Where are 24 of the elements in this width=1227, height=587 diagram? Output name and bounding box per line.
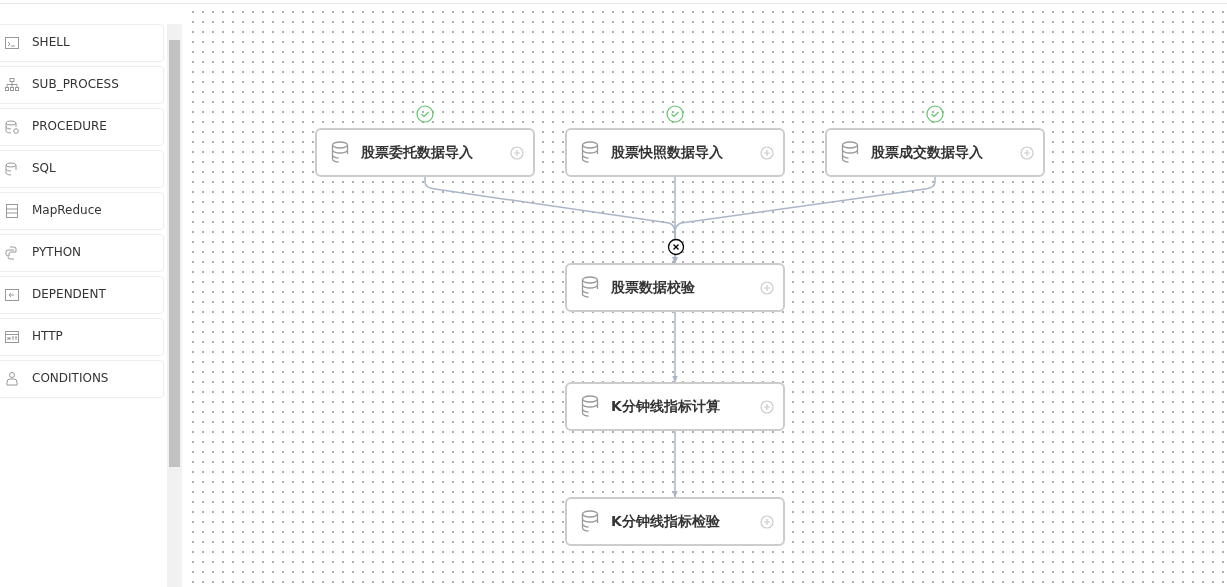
- task-type-label: SUB_PROCESS: [32, 77, 119, 91]
- task-name: 股票委托数据导入: [361, 144, 473, 162]
- task-type-label: PYTHON: [32, 245, 82, 259]
- task-node: [565, 497, 785, 546]
- task-node: [565, 128, 785, 177]
- arrow: [672, 311, 678, 383]
- task-type-label: CONDITIONS: [32, 371, 109, 385]
- arrow: [672, 176, 936, 264]
- arrow: [672, 430, 678, 498]
- task-type-label: MapReduce: [32, 203, 102, 217]
- task-node: [565, 382, 785, 431]
- task-node: [825, 128, 1045, 177]
- task-type-label: SQL: [32, 161, 56, 175]
- task-type-label: SHELL: [32, 35, 70, 49]
- task-name: K分钟线指标检验: [611, 513, 720, 531]
- task-node: [315, 128, 535, 177]
- task-name: K分钟线指标计算: [611, 398, 720, 416]
- task-name: 股票成交数据导入: [871, 144, 983, 162]
- task-name: 股票数据校验: [611, 279, 695, 297]
- task-type-label: DEPENDENT: [32, 287, 106, 301]
- task-type-label: HTTP: [32, 329, 63, 343]
- task-node: [565, 263, 785, 312]
- task-name: 股票快照数据导入: [611, 144, 723, 162]
- task-type-label: PROCEDURE: [32, 119, 107, 133]
